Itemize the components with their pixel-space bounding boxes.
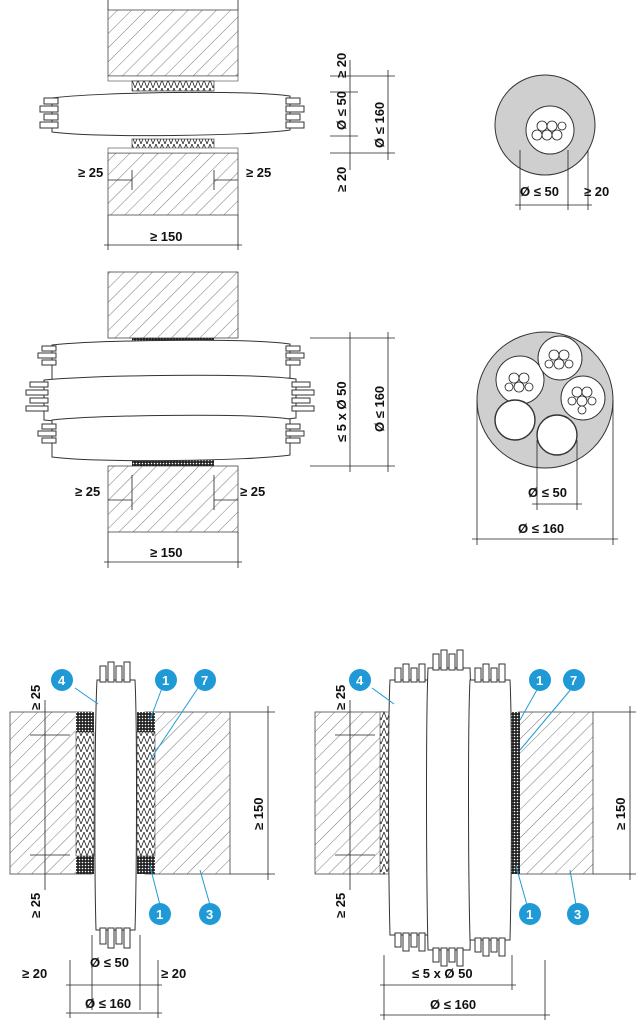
wall-right <box>144 711 231 875</box>
section1-gap: ≥ 20 <box>584 184 609 199</box>
seal-top-left <box>76 712 94 732</box>
gap-bottom-label: ≥ 20 <box>334 167 349 192</box>
filler-right <box>510 712 520 874</box>
depth-label: ≥ 150 <box>150 545 182 560</box>
callout-7: 7 <box>194 669 216 691</box>
sleeve-dia-label: Ø ≤ 160 <box>372 386 387 432</box>
callout-1-bottom: 1 <box>149 903 171 925</box>
bundle-label: ≤ 5 x Ø 50 <box>334 381 349 442</box>
edge-top-label: ≥ 25 <box>333 685 348 710</box>
section2-cable-dia: Ø ≤ 50 <box>528 485 567 500</box>
cable-section-5 <box>536 414 578 456</box>
edge-right-label: ≥ 25 <box>240 484 265 499</box>
bundle-strands-left <box>25 345 57 444</box>
svg-text:1: 1 <box>526 907 533 922</box>
figure-4-cable-bundle-vertical: ≥ 25 ≥ 25 ≥ 150 ≤ 5 x Ø 50 Ø ≤ 160 4 1 7… <box>314 649 636 1020</box>
callout-1-top: 1 <box>529 669 551 691</box>
svg-text:7: 7 <box>201 673 208 688</box>
cable-strands-right <box>285 97 305 129</box>
svg-text:4: 4 <box>356 673 364 688</box>
seal-bottom-right <box>137 856 155 874</box>
edge-top-label: ≥ 25 <box>28 685 43 710</box>
edge-left-label: ≥ 25 <box>78 165 103 180</box>
wall-lower <box>107 152 239 216</box>
depth-label: ≥ 150 <box>613 798 628 830</box>
bundle-label: ≤ 5 x Ø 50 <box>412 966 473 981</box>
filler-right <box>136 731 156 857</box>
cable-1 <box>388 679 430 936</box>
sleeve-dia-label: Ø ≤ 160 <box>372 102 387 148</box>
strand-cluster <box>531 120 567 141</box>
figure-2-cable-bundle: ≥ 25 ≥ 25 ≥ 150 ≤ 5 x Ø 50 Ø ≤ 160 <box>25 271 395 568</box>
filler-bottom <box>132 460 214 466</box>
callout-4: 4 <box>349 669 371 691</box>
svg-text:7: 7 <box>570 673 577 688</box>
section2-sleeve-dia: Ø ≤ 160 <box>518 521 564 536</box>
svg-text:1: 1 <box>162 673 169 688</box>
bundle-strands <box>394 649 506 967</box>
seal-bottom-left <box>76 856 94 874</box>
depth-label: ≥ 150 <box>251 798 266 830</box>
figure-3-single-cable-vertical: ≥ 25 ≥ 25 ≥ 150 Ø ≤ 50 ≥ 20 ≥ 20 Ø ≤ 160… <box>9 661 275 1018</box>
cable-2 <box>426 667 472 951</box>
wall-upper <box>107 9 239 77</box>
callout-7: 7 <box>563 669 585 691</box>
callout-4: 4 <box>51 669 73 691</box>
filler-top <box>131 80 215 92</box>
cable-dia-label: Ø ≤ 50 <box>334 91 349 130</box>
cable-section-4 <box>494 399 536 441</box>
svg-text:3: 3 <box>574 907 581 922</box>
svg-text:4: 4 <box>58 673 66 688</box>
cable-strands-left <box>39 97 59 129</box>
sleeve-dia-label: Ø ≤ 160 <box>430 997 476 1012</box>
gap-top-label: ≥ 20 <box>334 53 349 78</box>
cable-strands <box>99 661 131 949</box>
gap-right-label: ≥ 20 <box>161 966 186 981</box>
cable-body <box>94 679 137 931</box>
wall-right <box>517 711 594 875</box>
wall-lower <box>107 465 239 533</box>
section1-cable-dia: Ø ≤ 50 <box>520 184 559 199</box>
section-2-cable-bundle: Ø ≤ 50 Ø ≤ 160 <box>472 331 618 545</box>
svg-text:3: 3 <box>206 907 213 922</box>
cable-dia-label: Ø ≤ 50 <box>90 955 129 970</box>
edge-right-label: ≥ 25 <box>246 165 271 180</box>
edge-left-label: ≥ 25 <box>75 484 100 499</box>
callout-3: 3 <box>199 903 221 925</box>
strand-clusters <box>504 349 597 415</box>
cable-3 <box>51 414 291 462</box>
seal-top-right <box>137 712 155 732</box>
filler-left <box>75 731 95 857</box>
depth-label: ≥ 150 <box>150 229 182 244</box>
svg-text:1: 1 <box>156 907 163 922</box>
filler-bottom <box>131 138 215 150</box>
bundle-strands-right <box>285 345 315 444</box>
cable-body <box>51 91 291 137</box>
section-1-single-cable: Ø ≤ 50 ≥ 20 <box>494 74 609 210</box>
callout-3: 3 <box>567 903 589 925</box>
gap-left-label: ≥ 20 <box>22 966 47 981</box>
edge-bottom-label: ≥ 25 <box>333 893 348 918</box>
edge-bottom-label: ≥ 25 <box>28 893 43 918</box>
sleeve-dia-label: Ø ≤ 160 <box>85 996 131 1011</box>
gap-top <box>107 75 239 82</box>
callout-1-top: 1 <box>155 669 177 691</box>
gap-bottom <box>107 147 239 154</box>
cable-3 <box>468 679 512 941</box>
figure-1-single-cable: ≥ 25 ≥ 25 ≥ 150 ≥ 20 Ø ≤ 50 ≥ 20 Ø ≤ 160 <box>39 0 395 250</box>
wall-upper <box>107 271 239 339</box>
svg-text:1: 1 <box>536 673 543 688</box>
callout-1-bottom: 1 <box>519 903 541 925</box>
